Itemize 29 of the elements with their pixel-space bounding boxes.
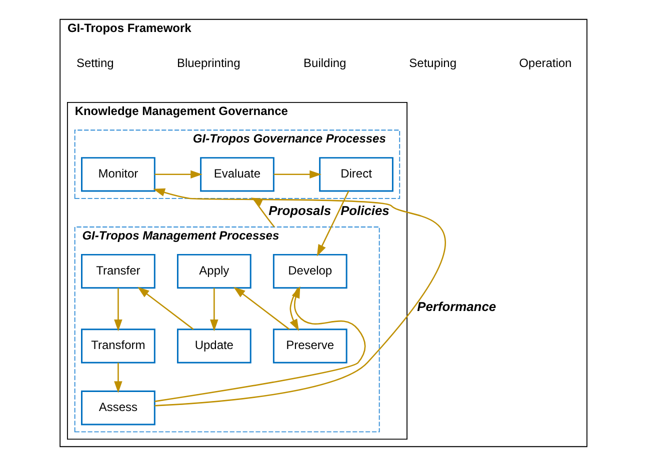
node-box: Transfer — [81, 254, 156, 289]
arrow — [210, 288, 218, 332]
node-box: Update — [176, 328, 252, 364]
edge-label: Policies — [340, 203, 390, 218]
edge-label: Proposals — [268, 203, 332, 218]
label: Setting — [76, 56, 114, 70]
label: Building — [304, 56, 346, 70]
arrow — [137, 286, 194, 330]
label: Operation — [519, 56, 572, 70]
arrow — [153, 188, 446, 406]
node-box: Apply — [176, 254, 252, 289]
arrow — [316, 190, 350, 256]
arrow — [290, 288, 299, 332]
node-box: Direct — [319, 157, 394, 192]
node-box: Develop — [272, 254, 348, 289]
label: Setuping — [409, 56, 456, 70]
node-box: Assess — [81, 390, 156, 426]
node-box: Evaluate — [200, 157, 274, 192]
label: Blueprinting — [176, 56, 240, 70]
node-box: Preserve — [272, 328, 348, 364]
node-box: Monitor — [81, 157, 156, 192]
node-box: Transform — [81, 328, 156, 364]
arrow — [274, 170, 322, 179]
arrow — [114, 362, 122, 394]
arrow — [114, 288, 122, 332]
edge-label: Performance — [417, 299, 496, 314]
arrow — [154, 170, 202, 179]
arrow — [154, 286, 366, 402]
arrow — [233, 286, 290, 330]
